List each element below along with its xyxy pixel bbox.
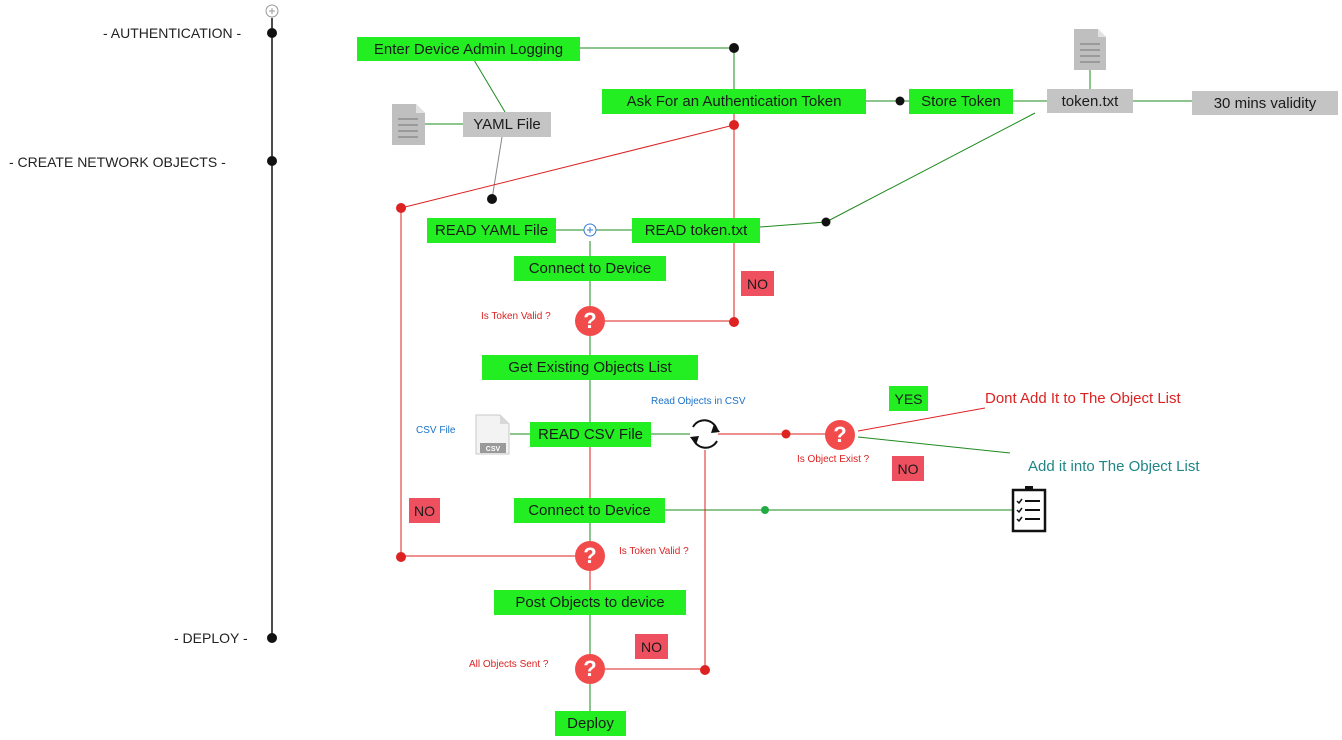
badge-no-1: NO <box>741 271 774 296</box>
document-icon <box>1074 29 1106 70</box>
node-validity: 30 mins validity <box>1192 91 1338 115</box>
timeline-marker-create <box>267 156 277 166</box>
node-store-token: Store Token <box>909 89 1013 114</box>
node-read-yaml: READ YAML File <box>427 218 556 243</box>
badge-yes: YES <box>889 386 928 411</box>
node-connect-device-2: Connect to Device <box>514 498 665 523</box>
label-csv-file: CSV File <box>416 425 456 436</box>
decision-token-valid-1: Is Token Valid ? <box>481 311 551 322</box>
label-add-it: Add it into The Object List <box>1028 458 1200 475</box>
csv-icon-text: CSV <box>486 446 501 453</box>
question-icon: ? <box>575 654 605 684</box>
csv-file-icon: CSV <box>475 414 510 455</box>
yaml-connector <box>491 136 503 200</box>
question-icon: ? <box>825 420 855 450</box>
question-icon: ? <box>575 541 605 571</box>
red-connectors <box>400 113 986 670</box>
badge-no-3: NO <box>892 456 924 481</box>
label-read-objects-csv: Read Objects in CSV <box>651 396 746 407</box>
decision-token-valid-2: Is Token Valid ? <box>619 546 689 557</box>
node-yaml-file: YAML File <box>463 112 551 137</box>
decision-object-exist: Is Object Exist ? <box>797 454 870 465</box>
badge-no-4: NO <box>635 634 668 659</box>
connector-dots <box>396 43 905 675</box>
question-icon: ? <box>575 306 605 336</box>
phase-label-authentication: - AUTHENTICATION - <box>103 25 242 41</box>
phase-label-deploy: - DEPLOY - <box>174 630 248 646</box>
node-token-file: token.txt <box>1047 89 1133 113</box>
timeline <box>265 4 279 643</box>
node-ask-token: Ask For an Authentication Token <box>602 89 866 114</box>
timeline-marker-authentication <box>267 28 277 38</box>
node-read-csv: READ CSV File <box>530 422 651 447</box>
document-icon <box>392 104 425 145</box>
label-dont-add: Dont Add It to The Object List <box>985 390 1181 407</box>
node-post-objects: Post Objects to device <box>494 590 686 615</box>
node-enter-admin: Enter Device Admin Logging <box>357 37 580 61</box>
timeline-marker-deploy <box>267 633 277 643</box>
node-read-token: READ token.txt <box>632 218 760 243</box>
checklist-icon <box>1011 486 1047 533</box>
badge-no-2: NO <box>409 498 440 523</box>
node-connect-device-1: Connect to Device <box>514 256 666 281</box>
node-get-existing-objects: Get Existing Objects List <box>482 355 698 380</box>
loop-icon <box>690 419 720 449</box>
node-deploy: Deploy <box>555 711 626 736</box>
phase-label-create-network-objects: - CREATE NETWORK OBJECTS - <box>9 154 226 170</box>
decision-all-sent: All Objects Sent ? <box>469 659 549 670</box>
